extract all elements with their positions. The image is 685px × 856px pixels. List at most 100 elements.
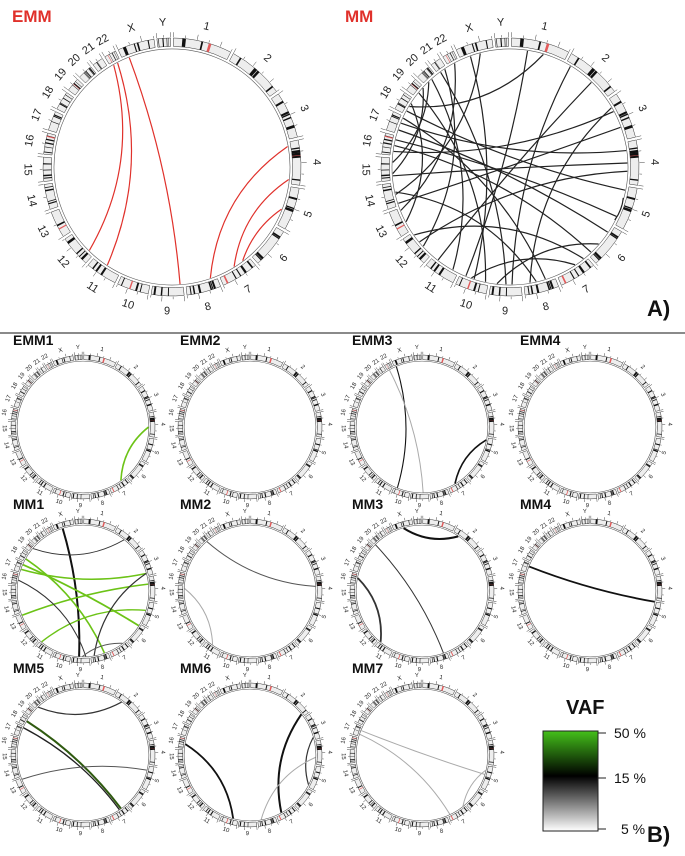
- tick: [635, 532, 638, 535]
- chrom-label-18: 18: [178, 545, 187, 554]
- band: [34, 537, 39, 542]
- band: [149, 597, 155, 599]
- tick: [381, 691, 384, 695]
- band: [307, 389, 313, 394]
- chrom-label-2: 2: [599, 52, 612, 65]
- band: [61, 358, 64, 363]
- chrom-17: 17: [344, 722, 362, 737]
- tick: [218, 522, 221, 526]
- tick: [550, 362, 553, 366]
- band: [182, 729, 188, 732]
- band: [196, 800, 201, 804]
- chrom-label-20: 20: [25, 528, 34, 537]
- ideogram-2: [114, 363, 142, 388]
- tick: [519, 452, 523, 454]
- band: [246, 519, 248, 524]
- chrom-9: 9: [150, 285, 185, 317]
- band: [49, 363, 52, 368]
- band: [121, 809, 125, 815]
- band: [111, 52, 117, 61]
- chrom-4: 4: [627, 138, 660, 187]
- chrom-3: 3: [645, 548, 666, 576]
- tick: [313, 718, 315, 720]
- tick: [461, 693, 463, 695]
- tick: [43, 196, 46, 199]
- band: [557, 362, 560, 367]
- tick: [14, 400, 16, 402]
- chrom-11: 11: [201, 477, 221, 498]
- chrom-label-12: 12: [358, 802, 367, 811]
- band: [371, 638, 375, 643]
- band: [214, 528, 217, 533]
- band: [593, 253, 600, 261]
- tick: [468, 645, 471, 649]
- band: [398, 102, 406, 108]
- tick: [439, 51, 443, 57]
- band: [102, 686, 106, 691]
- chrom-label-18: 18: [350, 545, 359, 554]
- chrom-16: 16: [361, 131, 394, 156]
- band: [203, 535, 207, 540]
- band: [543, 371, 547, 376]
- band: [83, 72, 90, 80]
- sv-link: [431, 79, 464, 270]
- band: [69, 356, 71, 361]
- band: [190, 550, 195, 554]
- tick: [124, 650, 126, 652]
- band: [72, 493, 75, 499]
- band: [351, 739, 357, 741]
- band: [518, 596, 523, 598]
- band: [59, 490, 62, 496]
- tick: [208, 40, 210, 43]
- tick: [381, 363, 384, 367]
- tick: [463, 486, 465, 488]
- band: [196, 636, 201, 640]
- tick: [97, 497, 99, 501]
- chrom-label-1: 1: [439, 511, 444, 518]
- band: [15, 565, 21, 568]
- band: [370, 473, 374, 478]
- chrom-label-18: 18: [350, 709, 359, 718]
- chrom-label-15: 15: [1, 589, 7, 596]
- tick: [353, 400, 355, 402]
- band: [536, 543, 540, 547]
- tick: [628, 112, 634, 115]
- tick: [463, 650, 465, 652]
- band: [203, 699, 208, 704]
- sv-link: [38, 701, 122, 716]
- band: [466, 701, 471, 706]
- band: [22, 716, 27, 720]
- tick: [186, 388, 189, 390]
- band: [566, 490, 569, 496]
- tick: [297, 808, 300, 811]
- band: [518, 437, 524, 439]
- ideogram-17: [386, 111, 402, 133]
- tick: [296, 809, 299, 813]
- band: [29, 636, 34, 640]
- tick: [639, 537, 642, 540]
- band: [389, 526, 392, 531]
- chrom-label-3: 3: [152, 720, 159, 726]
- tick: [605, 253, 611, 258]
- tick: [313, 789, 317, 792]
- tick: [607, 78, 612, 83]
- band: [280, 111, 290, 117]
- tick: [193, 543, 195, 545]
- band: [13, 409, 18, 412]
- chrom-label-Y: Y: [76, 673, 80, 679]
- band: [363, 630, 368, 634]
- band: [545, 479, 549, 485]
- tick: [188, 631, 191, 633]
- tick: [48, 119, 52, 121]
- band: [350, 432, 355, 434]
- band: [228, 522, 231, 527]
- band: [85, 70, 92, 78]
- band: [41, 368, 45, 373]
- tick: [367, 702, 371, 705]
- band: [278, 487, 282, 493]
- tick: [622, 361, 624, 363]
- chrom-label-14: 14: [2, 770, 10, 779]
- band: [288, 196, 298, 201]
- band: [111, 651, 115, 657]
- band: [199, 41, 204, 50]
